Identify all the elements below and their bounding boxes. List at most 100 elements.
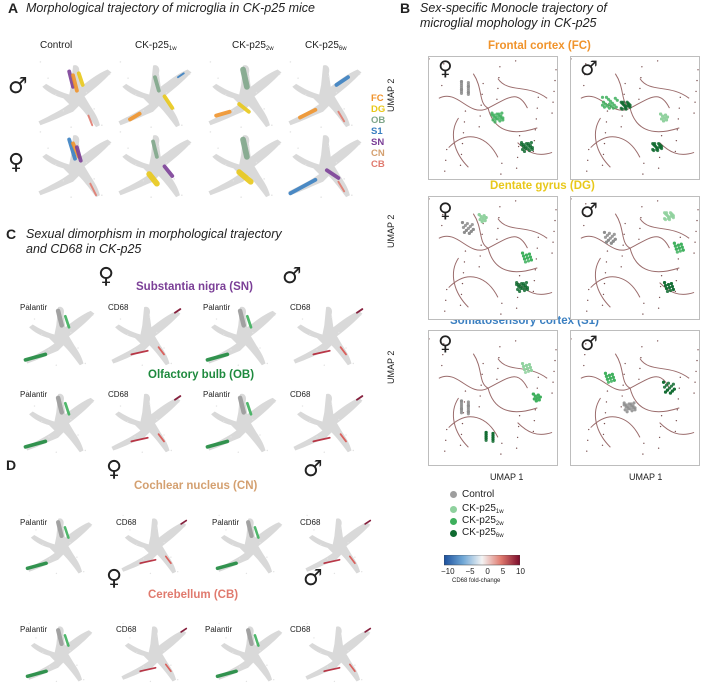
- cd68-label: CD68: [290, 390, 311, 399]
- palantir-label: Palantir: [205, 625, 233, 634]
- palantir-cd68-plot: [25, 622, 93, 683]
- panel-a-title: Morphological trajectory of microglia in…: [26, 1, 316, 15]
- panel-d-label: D: [6, 457, 17, 473]
- palantir-cd68-plot: [305, 622, 372, 683]
- umap-plot: [208, 131, 282, 198]
- monocle-s1-male: [570, 330, 700, 466]
- palantir-label: Palantir: [20, 303, 48, 312]
- legend-ob: OB: [371, 115, 386, 126]
- legend-2w: CK-p252w: [450, 515, 504, 527]
- umap-plot: [288, 61, 362, 128]
- monocle-dg-male: [570, 196, 700, 320]
- legend-cn: CN: [371, 148, 385, 159]
- umap1-label-male: UMAP 1: [629, 472, 663, 482]
- region-title-dg: Dentate gyrus (DG): [490, 180, 595, 192]
- region-title-cn: Cochlear nucleus (CN): [134, 480, 258, 492]
- colorbar-label: CD68 fold-change: [452, 578, 501, 584]
- umap-plot: [38, 61, 112, 128]
- female-icon: ♀: [106, 457, 123, 482]
- monocle-s1-female: [428, 330, 558, 466]
- col-header-1w: CK-p251w: [135, 40, 177, 52]
- region-title-fc: Frontal cortex (FC): [488, 40, 591, 52]
- panel-c-title: Sexual dimorphism in morphological traje…: [26, 227, 282, 256]
- cd68-label: CD68: [108, 390, 129, 399]
- region-title-ob: Olfactory bulb (OB): [148, 369, 255, 381]
- palantir-cd68-plot: [111, 389, 182, 454]
- palantir-cd68-plot: [23, 302, 95, 367]
- female-icon: ♀: [106, 566, 123, 591]
- legend-s1: S1: [371, 126, 383, 137]
- male-icon: ♂: [282, 264, 302, 289]
- palantir-label: Palantir: [20, 518, 48, 527]
- monocle-fc-male: [570, 56, 700, 180]
- region-legend: FC DG OB S1 SN CN CB: [371, 93, 385, 170]
- palantir-cd68-plot: [293, 302, 364, 367]
- panel-b-label: B: [400, 0, 411, 16]
- palantir-cd68-plot: [121, 514, 188, 575]
- palantir-cd68-plot: [215, 514, 283, 575]
- legend-dot-1w: [450, 505, 457, 513]
- panel-a-label: A: [8, 0, 19, 16]
- region-title-sn: Substantia nigra (SN): [136, 281, 253, 293]
- legend-dot-control: [450, 490, 457, 498]
- male-icon: ♂: [580, 331, 598, 355]
- cd68-label: CD68: [290, 625, 311, 634]
- group-legend: Control CK-p251w CK-p252w CK-p256w: [450, 488, 504, 539]
- palantir-label: Palantir: [20, 390, 48, 399]
- palantir-cd68-plot: [205, 389, 277, 454]
- palantir-label: Palantir: [212, 518, 240, 527]
- umap2-label-fc: UMAP 2: [386, 78, 396, 112]
- female-icon: ♀: [438, 56, 453, 80]
- cd68-label: CD68: [290, 303, 311, 312]
- legend-sn: SN: [371, 137, 385, 148]
- col-header-6w: CK-p256w: [305, 40, 347, 52]
- male-icon: ♂: [580, 56, 598, 80]
- legend-control: Control: [450, 488, 504, 500]
- male-icon: ♂: [580, 198, 598, 222]
- cd68-label: CD68: [108, 303, 129, 312]
- monocle-dg-female: [428, 196, 558, 320]
- female-icon: ♀: [438, 198, 453, 222]
- palantir-cd68-plot: [305, 514, 372, 575]
- col-header-2w: CK-p252w: [232, 40, 274, 52]
- palantir-cd68-plot: [25, 514, 93, 575]
- legend-cb: CB: [371, 159, 385, 170]
- cd68-label: CD68: [116, 518, 137, 527]
- legend-dg: DG: [371, 104, 386, 115]
- cd68-label: CD68: [300, 518, 321, 527]
- legend-fc: FC: [371, 93, 384, 104]
- male-icon: ♂: [303, 566, 323, 591]
- cd68-label: CD68: [116, 625, 137, 634]
- panel-b-title: Sex-specific Monocle trajectory of micro…: [420, 1, 607, 30]
- female-icon: ♀: [438, 331, 453, 355]
- palantir-label: Palantir: [203, 390, 231, 399]
- umap-plot: [208, 61, 282, 128]
- umap1-label-female: UMAP 1: [490, 472, 524, 482]
- umap2-label-s1: UMAP 2: [386, 350, 396, 384]
- umap-plot: [38, 131, 112, 198]
- colorbar: [444, 555, 520, 566]
- palantir-cd68-plot: [23, 389, 95, 454]
- palantir-label: Palantir: [20, 625, 48, 634]
- palantir-cd68-plot: [205, 302, 277, 367]
- female-icon: ♀: [8, 150, 25, 175]
- umap-plot: [118, 61, 192, 128]
- umap-plot: [118, 131, 192, 198]
- legend-1w: CK-p251w: [450, 503, 504, 515]
- palantir-cd68-plot: [111, 302, 182, 367]
- umap2-label-dg: UMAP 2: [386, 214, 396, 248]
- umap-plot: [288, 131, 362, 198]
- palantir-cd68-plot: [293, 389, 364, 454]
- region-title-cb: Cerebellum (CB): [148, 589, 239, 601]
- col-header-control: Control: [40, 40, 73, 51]
- monocle-fc-female: [428, 56, 558, 180]
- legend-dot-6w: [450, 529, 457, 537]
- colorbar-ticks: −10 −5 0 5 10: [441, 567, 525, 576]
- male-icon: ♂: [303, 457, 323, 482]
- palantir-cd68-plot: [121, 622, 188, 683]
- panel-c-label: C: [6, 226, 17, 242]
- female-icon: ♀: [98, 264, 115, 289]
- palantir-label: Palantir: [203, 303, 231, 312]
- palantir-cd68-plot: [215, 622, 283, 683]
- colorbar-gradient: [444, 555, 520, 566]
